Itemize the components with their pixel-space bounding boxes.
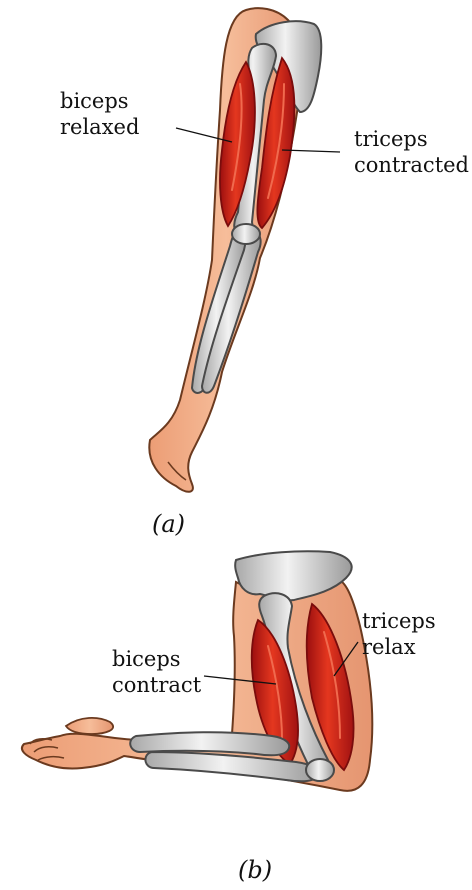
elbow-joint-a: [232, 224, 260, 244]
panel-b: biceps contract triceps relax (b): [22, 551, 436, 884]
label-triceps-contracted-line1: triceps: [354, 127, 428, 151]
label-triceps-contracted-line2: contracted: [354, 153, 469, 177]
label-biceps-contract-line2: contract: [112, 673, 202, 697]
caption-a: (a): [152, 510, 185, 538]
label-triceps-relax-line1: triceps: [362, 609, 436, 633]
label-biceps-contract-line1: biceps: [112, 647, 181, 671]
label-biceps-relaxed-line2: relaxed: [60, 115, 139, 139]
panel-a: biceps relaxed triceps contracted (a): [60, 8, 469, 538]
elbow-joint-b: [306, 759, 334, 781]
thumb-b: [66, 718, 113, 734]
label-biceps-relaxed-line1: biceps: [60, 89, 129, 113]
caption-b: (b): [238, 856, 272, 884]
label-triceps-relax-line2: relax: [362, 635, 416, 659]
